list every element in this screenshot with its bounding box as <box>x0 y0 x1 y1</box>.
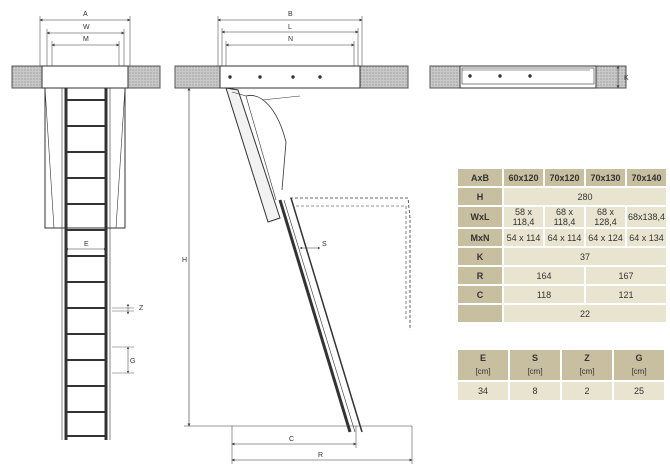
spec-cell: 167 <box>586 267 666 284</box>
ceiling-block-right <box>359 65 409 89</box>
spec-size-header: 60x120 <box>504 169 543 186</box>
ceiling-block-left <box>429 65 461 89</box>
step-value-cell: 8 <box>510 382 560 400</box>
spec-row-label: H <box>458 188 502 205</box>
step-header-cell: G [cm] <box>614 350 664 380</box>
dim-label-s: S <box>322 241 327 248</box>
ceiling-block-left <box>174 65 221 89</box>
step-header-unit: [cm] <box>631 367 647 376</box>
spec-cell: 54 x 114 <box>504 229 543 246</box>
spec-cell: 68 x 118,4 <box>545 207 584 227</box>
step-table-header: E [cm] S [cm] Z [cm] G [cm] <box>458 350 664 380</box>
spec-cell: 68x138,4 <box>627 207 666 227</box>
spec-row-label: WxL <box>458 207 502 227</box>
spec-row-label: C <box>458 286 502 303</box>
spec-header-label: AxB <box>458 169 502 186</box>
spec-row-label: K <box>458 248 502 265</box>
step-header-label: G <box>635 353 643 363</box>
step-header-cell: E [cm] <box>458 350 508 380</box>
spec-cell: 64 x 114 <box>545 229 584 246</box>
step-header-label: S <box>531 353 538 363</box>
spec-cell: 58 x 118,4 <box>504 207 543 227</box>
dim-label-b: B <box>288 11 293 18</box>
spec-size-header: 70x120 <box>545 169 584 186</box>
step-value-cell: 25 <box>614 382 664 400</box>
dim-label-m: M <box>83 36 89 43</box>
spec-row-label: MxN <box>458 229 502 246</box>
ceiling-block-right <box>595 65 627 89</box>
front-view <box>11 16 161 440</box>
spec-cell: 37 <box>504 248 666 265</box>
ceiling-block-left <box>11 65 43 89</box>
dim-label-r: R <box>318 452 323 459</box>
dim-label-c: C <box>289 436 294 443</box>
dim-label-k: K <box>624 75 629 82</box>
spec-cell: 22 <box>504 305 666 322</box>
spec-cell: 280 <box>504 188 666 205</box>
spec-cell: 64 x 124 <box>586 229 625 246</box>
closed-view <box>429 65 627 89</box>
ceiling-block-right <box>127 65 161 89</box>
spec-table-row: 22 <box>458 305 666 322</box>
step-value-cell: 34 <box>458 382 508 400</box>
dim-label-h: H <box>182 257 187 264</box>
spec-row-label: R <box>458 267 502 284</box>
spec-size-header: 70x140 <box>627 169 666 186</box>
step-header-unit: [cm] <box>527 367 543 376</box>
spec-row-label <box>458 305 502 322</box>
spec-cell: 64 x 134 <box>627 229 666 246</box>
spec-size-header: 70x130 <box>586 169 625 186</box>
ladder-rungs <box>66 99 106 437</box>
spec-cell: 118 <box>504 286 584 303</box>
dim-label-n: N <box>288 36 293 43</box>
step-header-cell: Z [cm] <box>562 350 612 380</box>
step-header-cell: S [cm] <box>510 350 560 380</box>
step-header-unit: [cm] <box>475 367 491 376</box>
spec-cell: 121 <box>586 286 666 303</box>
dim-label-w: W <box>83 24 90 31</box>
step-header-label: E <box>479 353 486 363</box>
dim-label-z: Z <box>139 305 144 312</box>
dim-label-e: E <box>84 241 89 248</box>
step-value-cell: 2 <box>562 382 612 400</box>
dim-label-g: G <box>130 358 135 365</box>
step-header-unit: [cm] <box>579 367 595 376</box>
spec-cell: 164 <box>504 267 584 284</box>
step-header-label: Z <box>584 353 590 363</box>
side-view <box>174 16 413 464</box>
dim-label-a: A <box>83 11 88 18</box>
spec-cell: 68 x 128,4 <box>586 207 625 227</box>
dim-label-l: L <box>288 24 292 31</box>
